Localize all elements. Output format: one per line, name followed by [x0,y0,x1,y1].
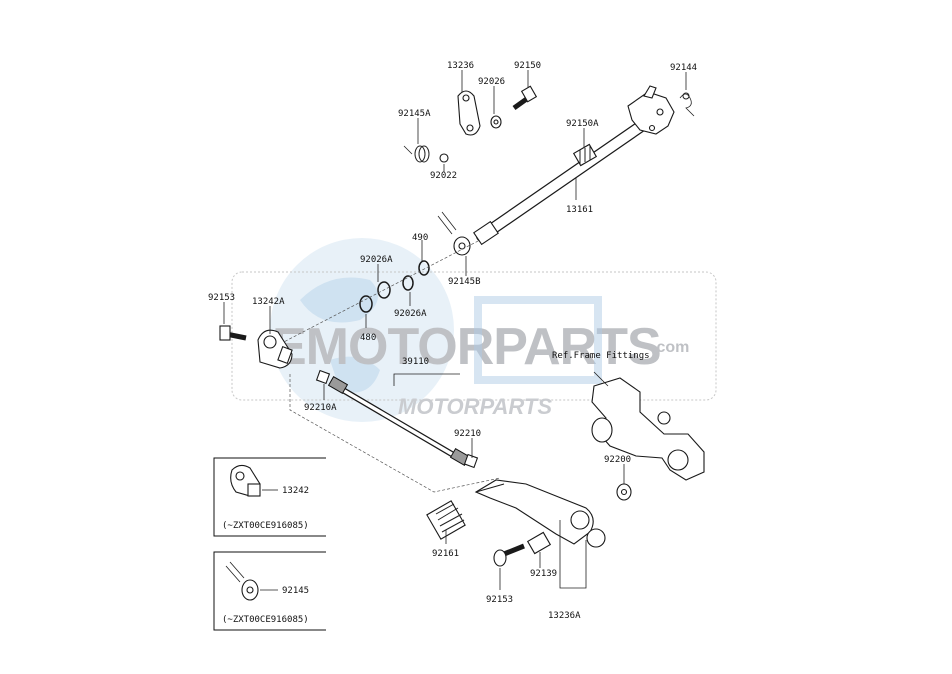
inset-92145-note: (~ZXT00CE916085) [222,615,309,625]
label-92145A: 92145A [398,109,431,119]
washer-92200 [616,483,632,501]
washer-92026A-upper [377,281,391,299]
nut-92210A [315,369,331,385]
bolt-92153-top [219,325,247,341]
label-480: 480 [360,333,376,343]
part-labels: 13236 92026 92150 92144 92145A 92150A 92… [208,61,697,621]
bolt-92153-bottom [493,543,525,567]
label-490: 490 [412,233,428,243]
label-92144: 92144 [670,63,697,73]
spring-92144-icon [679,92,695,117]
inset-92145-part: 92145 [282,586,309,596]
watermark-domain: .com [652,339,689,356]
collar-92150A [572,143,598,167]
label-92150: 92150 [514,61,541,71]
watermark-brand-large: EMOTORPARTS [272,318,661,376]
circlip-490 [418,260,430,276]
label-92026A-lower: 92026A [394,309,427,319]
washer-92026A-lower [402,275,414,291]
washer-92026 [490,115,502,129]
label-92200: 92200 [604,455,631,465]
shift-pedal-13236A [474,479,606,548]
inset-13242: 13242 (~ZXT00CE916085) [213,457,326,537]
label-13236A: 13236A [548,611,581,621]
inset-13242-part: 13242 [282,486,309,496]
label-92161: 92161 [432,549,459,559]
label-92022: 92022 [430,171,457,181]
shift-arm-13236 [457,90,481,136]
label-92026A-upper: 92026A [360,255,393,265]
label-92026: 92026 [478,77,505,87]
label-92153-top: 92153 [208,293,235,303]
watermark: EMOTORPARTS .com MOTORPARTS [231,238,717,422]
bolt-92150 [512,85,538,111]
inset-13242-note: (~ZXT00CE916085) [222,521,309,531]
label-92139: 92139 [530,569,557,579]
watermark-brand-small: MOTORPARTS [398,394,552,419]
leader-lines [223,70,687,590]
collar-92139 [526,531,552,555]
label-92153-bottom: 92153 [486,595,513,605]
label-92145B: 92145B [448,277,481,287]
oring-480 [359,295,373,313]
label-39110: 39110 [402,357,429,367]
label-92150A: 92150A [566,119,599,129]
label-92210A: 92210A [304,403,337,413]
label-13242A: 13242A [252,297,285,307]
shift-shaft-13161 [473,85,675,246]
watermark-globe-icon [270,238,454,422]
label-92210: 92210 [454,429,481,439]
frame-fitting-ref [591,377,705,481]
spring-92145A-icon [403,145,430,163]
lever-13242A [257,329,293,369]
spring-92145B [437,211,471,256]
label-13161: 13161 [566,205,593,215]
label-13236: 13236 [447,61,474,71]
label-ref-frame-fittings: Ref.Frame Fittings [552,351,650,361]
rubber-92161 [426,500,466,540]
washer-92022 [439,153,449,163]
tie-rod-39110 [327,375,471,467]
nut-92210 [463,453,479,469]
inset-92145: 92145 (~ZXT00CE916085) [213,551,326,631]
